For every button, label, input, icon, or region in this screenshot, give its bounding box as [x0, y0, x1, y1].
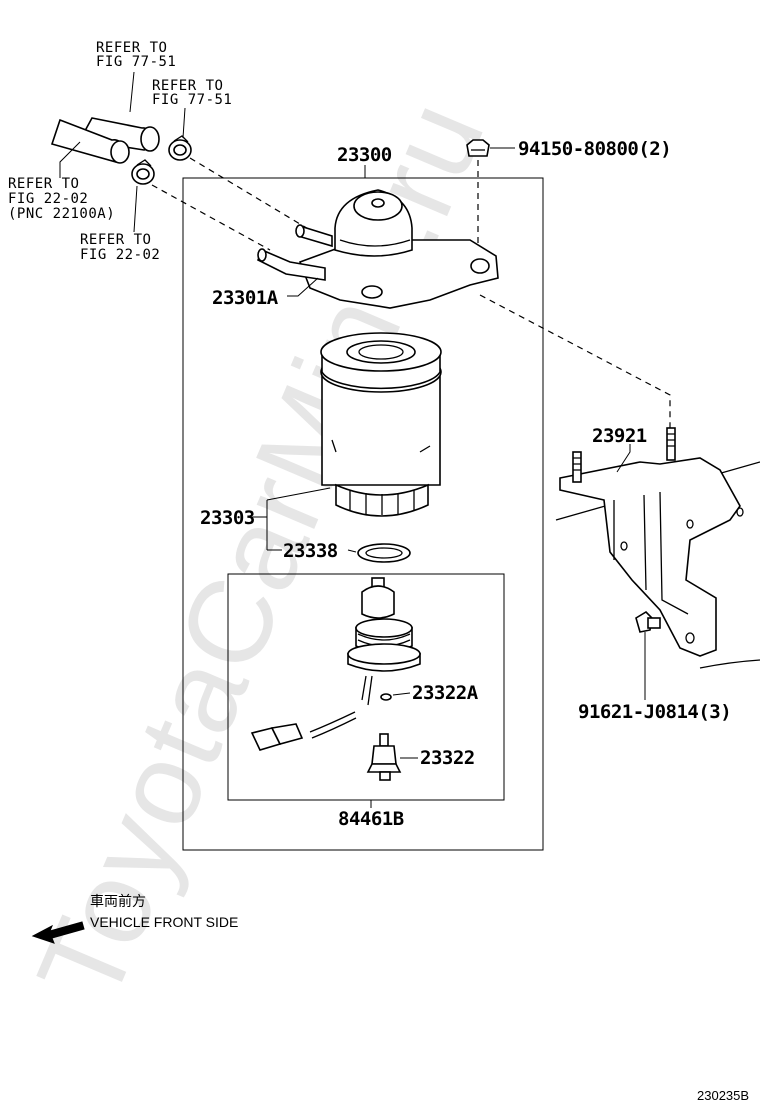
sensor-body [347, 577, 421, 706]
filter-element [320, 332, 442, 517]
ref-fig-22-02-b[interactable]: REFER TO FIG 22-02 [80, 185, 160, 263]
clamp-icon [168, 135, 192, 161]
flange-bolt-icon [635, 610, 661, 633]
plug-icon [366, 733, 402, 781]
part-91621-J0814[interactable]: 91621-J0814(3) [578, 701, 732, 723]
ref-fig-77-51-a[interactable]: REFER TO FIG 77-51 [96, 40, 176, 113]
dashed-leader [151, 184, 271, 251]
clamp-icon [131, 159, 155, 185]
hose-group [50, 117, 192, 185]
bracket-23921 [555, 427, 760, 669]
ref-fig-77-51-b[interactable]: REFER TO FIG 77-51 [152, 78, 232, 139]
direction-english: VEHICLE FRONT SIDE [90, 914, 238, 930]
assembly-frame-23300 [182, 177, 544, 851]
front-arrow-icon [31, 921, 85, 944]
filter-head [256, 189, 499, 309]
dashed-leader [479, 294, 671, 430]
part-23338[interactable]: 23338 [283, 540, 338, 562]
svg-text:FIG 77-51: FIG 77-51 [152, 92, 232, 108]
part-23921[interactable]: 23921 [592, 425, 647, 447]
subassembly-frame-84461B [227, 573, 505, 801]
svg-text:FIG 77-51: FIG 77-51 [96, 54, 176, 70]
svg-text:REFER TO: REFER TO [80, 232, 151, 248]
direction-japanese: 車両前方 [90, 893, 146, 909]
part-23303[interactable]: 23303 [200, 507, 255, 529]
part-84461B[interactable]: 84461B [338, 808, 404, 830]
dashed-leader [189, 157, 311, 231]
o-ring-icon [357, 543, 411, 563]
hose-upper-end [140, 126, 160, 152]
svg-text:REFER TO: REFER TO [152, 78, 223, 94]
illustration-code: 230235B [697, 1088, 749, 1103]
ref-fig-22-02-a[interactable]: REFER TO FIG 22-02 (PNC 22100A) [8, 141, 115, 222]
svg-text:FIG 22-02: FIG 22-02 [8, 191, 88, 207]
part-23322[interactable]: 23322 [420, 747, 475, 769]
svg-text:REFER TO: REFER TO [8, 176, 79, 192]
svg-text:REFER TO: REFER TO [96, 40, 167, 56]
svg-text:FIG 22-02: FIG 22-02 [80, 247, 160, 263]
watermark: ToyotaCarMine.ru [12, 82, 510, 1020]
small-o-ring-icon [380, 693, 392, 701]
part-23301A[interactable]: 23301A [212, 287, 279, 309]
hose-lower-end [110, 140, 130, 164]
bolt-icon [466, 139, 490, 157]
connector-icon [250, 711, 357, 751]
part-23300[interactable]: 23300 [337, 144, 392, 166]
svg-text:(PNC 22100A): (PNC 22100A) [8, 206, 115, 222]
part-23322A[interactable]: 23322A [412, 682, 479, 704]
part-94150-80800[interactable]: 94150-80800(2) [518, 138, 672, 160]
